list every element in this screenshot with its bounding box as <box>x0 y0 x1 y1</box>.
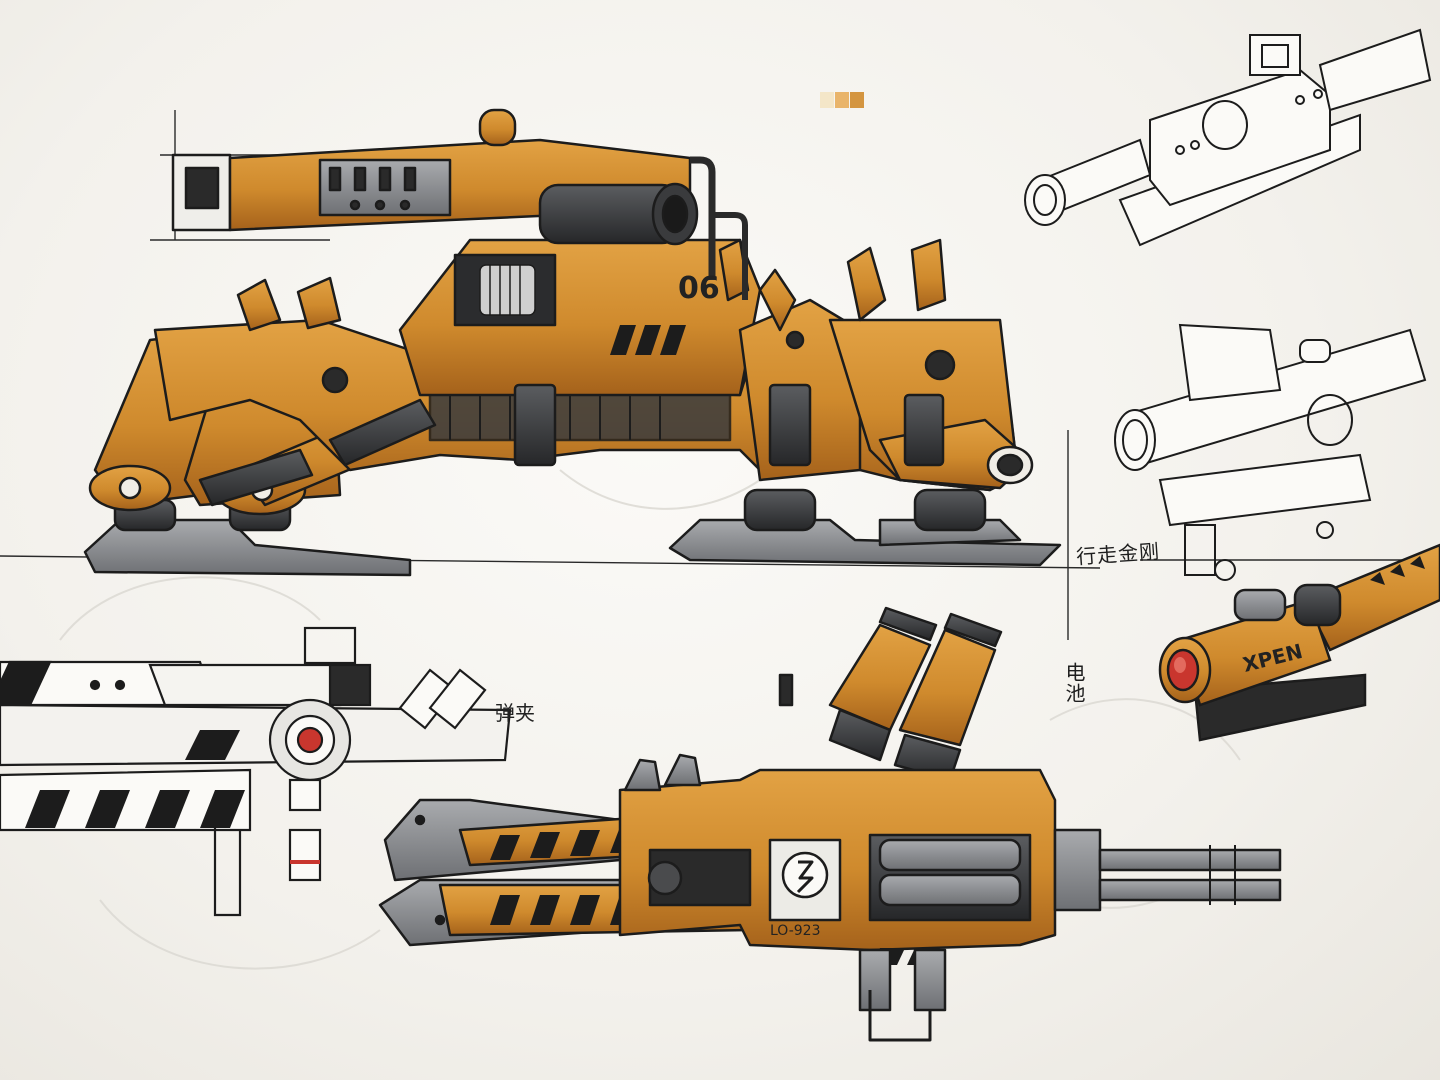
walker-note: 行走金刚 <box>1075 539 1161 569</box>
rail-gun-code: LO-923 <box>770 923 820 939</box>
battery-note: 电池 <box>1062 662 1086 704</box>
walker-feet <box>83 518 1062 577</box>
rail-gun-barrels <box>1053 828 1282 912</box>
scope-colored <box>1158 543 1440 742</box>
color-swatches <box>820 92 864 108</box>
walker-mech <box>83 108 1062 577</box>
blaster-sketch <box>0 626 512 917</box>
walker-pistons <box>198 383 945 507</box>
walker-number: 06 <box>678 271 720 306</box>
scope-sketch-top <box>1024 28 1432 247</box>
scope-sketch-middle <box>1114 323 1427 581</box>
hazard-stripes-walker <box>610 325 686 355</box>
walker-fins <box>236 238 947 332</box>
rail-gun-batteries <box>828 623 997 747</box>
magazine-note: 弹夹 <box>495 701 535 725</box>
rail-gun <box>378 606 1282 1042</box>
walker-cannon <box>171 108 748 300</box>
